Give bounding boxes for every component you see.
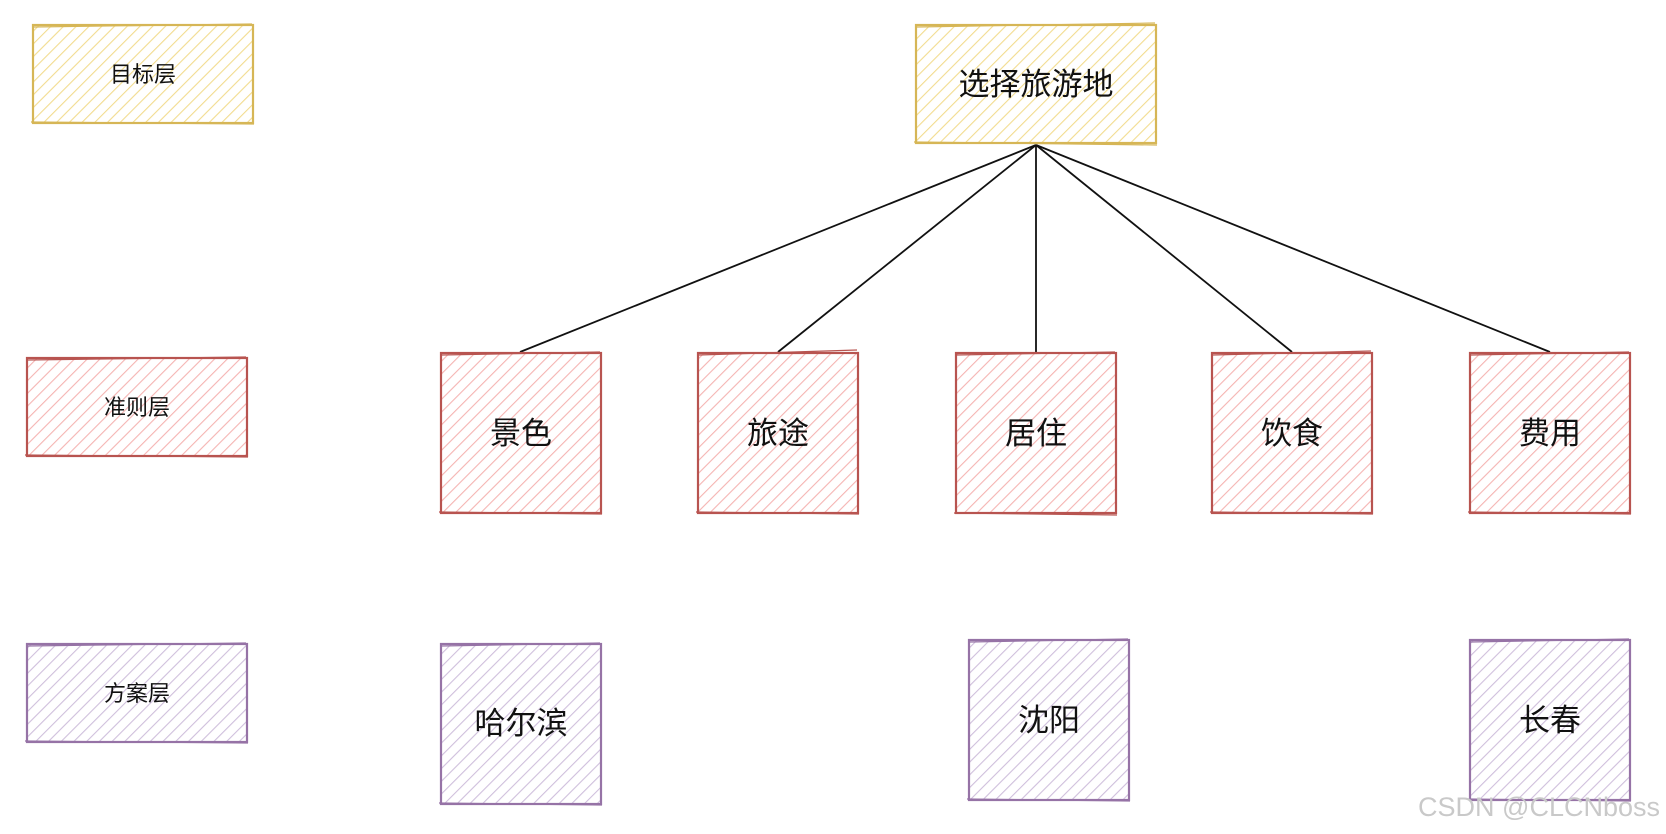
legend-alternative-layer-label: 方案层	[104, 682, 170, 707]
alternative-node-1-label: 哈尔滨	[475, 706, 568, 742]
criterion-node-4-label: 饮食	[1261, 416, 1323, 452]
legend-criteria-layer: 准则层	[24, 356, 249, 458]
criterion-node-5-label: 费用	[1519, 416, 1581, 452]
criterion-node-3: 居住	[953, 351, 1118, 516]
alternative-node-1: 哈尔滨	[438, 642, 603, 806]
criterion-node-4: 饮食	[1209, 350, 1374, 515]
connector-goal-criterion-4	[1035, 144, 1293, 353]
alternative-node-2: 沈阳	[966, 638, 1131, 802]
legend-goal-layer: 目标层	[30, 23, 255, 125]
alternative-node-3: 长春	[1467, 638, 1632, 802]
goal-node: 选择旅游地	[913, 22, 1158, 146]
connector-goal-criterion-2	[777, 144, 1037, 353]
criterion-node-2-label: 旅途	[747, 416, 809, 452]
criterion-node-3-label: 居住	[1005, 416, 1067, 452]
legend-criteria-layer-label: 准则层	[104, 396, 170, 421]
connector-goal-criterion-5	[1035, 144, 1551, 353]
alternative-node-3-label: 长春	[1519, 703, 1581, 739]
criterion-node-1-label: 景色	[490, 416, 552, 452]
goal-node-label: 选择旅游地	[959, 67, 1114, 103]
connector-goal-criterion-1	[519, 144, 1037, 353]
connector-lines	[519, 144, 1551, 353]
criterion-node-1: 景色	[438, 351, 603, 515]
watermark-text: CSDN @CLCNboss	[1418, 792, 1660, 822]
criterion-node-5: 费用	[1467, 351, 1632, 515]
alternative-node-2-label: 沈阳	[1018, 703, 1080, 739]
criterion-node-2: 旅途	[695, 349, 860, 515]
legend-goal-layer-label: 目标层	[110, 63, 176, 88]
legend-alternative-layer: 方案层	[24, 642, 249, 744]
